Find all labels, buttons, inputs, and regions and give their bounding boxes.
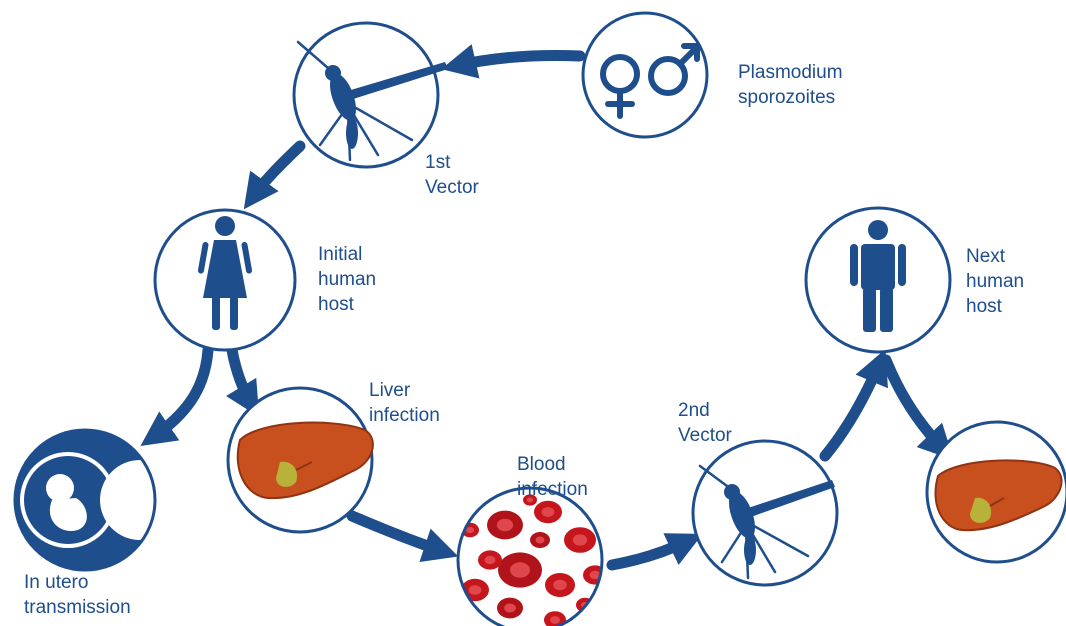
arrow-host-to-liver <box>232 350 252 405</box>
arrow-sporozoites-to-vector1 <box>455 55 580 66</box>
node-circles <box>155 13 1066 585</box>
label-liver: Liver infection <box>369 378 440 428</box>
label-sporozoites: Plasmodium sporozoites <box>738 60 843 110</box>
label-initial-host: Initial human host <box>318 242 376 317</box>
arrow-vector1-to-initial-host <box>252 146 300 198</box>
red-blood-cells-icon <box>458 488 608 626</box>
red-blood-cell-center <box>536 537 545 544</box>
arrow-vector2-to-next-host <box>825 362 880 456</box>
red-blood-cell-center <box>504 603 516 612</box>
fetus-icon <box>0 420 180 590</box>
arrow-next-host-to-liver <box>886 360 944 450</box>
red-blood-cell-center <box>550 616 560 624</box>
red-blood-cell-center <box>510 562 530 577</box>
arrow-liver-to-blood <box>352 516 445 552</box>
label-next-host: Next human host <box>966 244 1024 319</box>
red-blood-cell-center <box>596 517 603 523</box>
red-blood-cell-center <box>469 585 482 595</box>
red-blood-cell <box>592 514 608 527</box>
red-blood-cell-center <box>573 534 587 545</box>
label-blood: Blood infection <box>517 452 588 502</box>
red-blood-cell-center <box>542 507 555 517</box>
red-blood-cell-center <box>497 519 513 532</box>
arrow-host-to-in-utero <box>152 350 208 438</box>
label-vector1: 1st Vector <box>425 150 479 200</box>
vector1-circle <box>294 23 438 167</box>
vector2-circle <box>693 441 837 585</box>
label-in-utero: In utero transmission <box>24 570 131 620</box>
red-blood-cell-center <box>553 580 567 591</box>
red-blood-cell-center <box>485 556 496 564</box>
arrow-blood-to-vector2 <box>612 540 690 565</box>
label-vector2: 2nd Vector <box>678 398 732 448</box>
